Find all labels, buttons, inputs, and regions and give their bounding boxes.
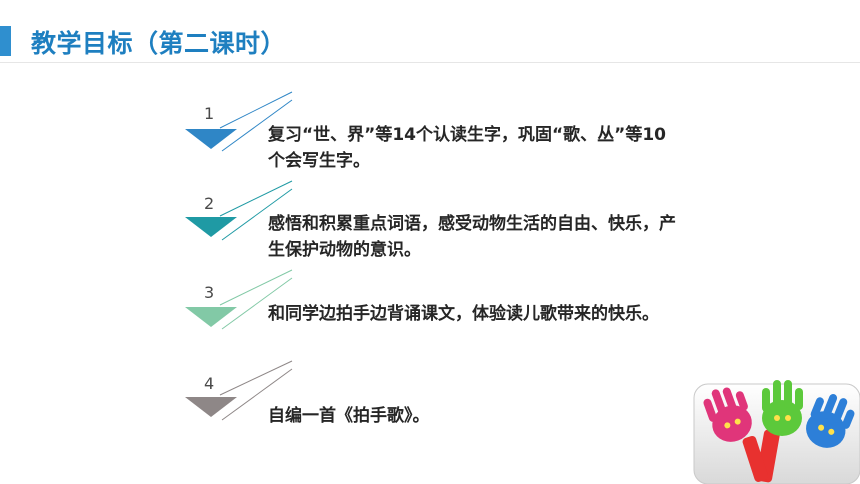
- objective-text: 自编一首《拍手歌》。: [268, 406, 430, 426]
- objective-marker-triangle: [185, 307, 237, 327]
- objective-number: 2: [204, 194, 215, 213]
- header-divider: [0, 62, 860, 63]
- page-title: 教学目标（第二课时）: [31, 29, 287, 58]
- objective-marker-triangle: [185, 397, 237, 417]
- objective-number: 1: [204, 104, 215, 123]
- hand-clapper-toy-image: [693, 380, 860, 484]
- objective-text: 感悟和积累重点词语，感受动物生活的自由、快乐，产生保护动物的意识。: [268, 214, 676, 260]
- objective-number: 4: [204, 374, 215, 393]
- objective-marker-triangle: [185, 129, 237, 149]
- objective-text: 复习“世、界”等14个认读生字，巩固“歌、丛”等10个会写生字。: [268, 125, 667, 171]
- objective-text: 和同学边拍手边背诵课文，体验读儿歌带来的快乐。: [268, 304, 659, 324]
- objective-number: 3: [204, 283, 215, 302]
- title-accent-bar: [0, 26, 11, 56]
- objective-marker-triangle: [185, 217, 237, 237]
